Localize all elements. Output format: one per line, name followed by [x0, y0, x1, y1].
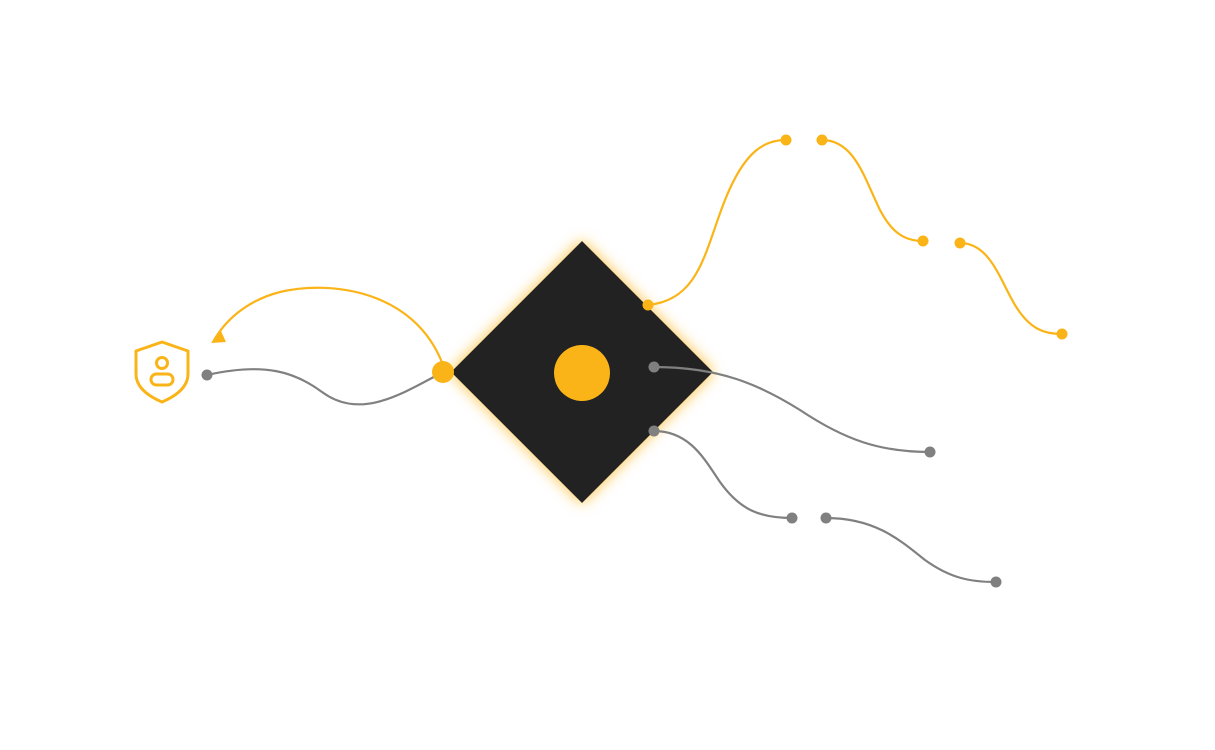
user-input-connector — [206, 368, 444, 406]
accent-connector-1 — [647, 138, 787, 307]
return-arrow-head — [211, 331, 226, 343]
return-arrow-connector — [212, 286, 445, 366]
input-port[interactable] — [432, 361, 454, 383]
gray-port-middle[interactable] — [648, 361, 660, 373]
accent-endpoint-3[interactable] — [1056, 328, 1068, 340]
user-shield-icon[interactable] — [134, 340, 190, 404]
gray-port-lower[interactable] — [648, 425, 660, 437]
central-node-core — [554, 345, 610, 401]
accent-endpoint-1a[interactable] — [780, 134, 792, 146]
gray-connector-1 — [653, 365, 931, 454]
gray-endpoint-1[interactable] — [924, 446, 936, 458]
gray-endpoint-2a[interactable] — [786, 512, 798, 524]
gray-endpoint-3[interactable] — [990, 576, 1002, 588]
accent-connector-2 — [821, 138, 924, 243]
accent-endpoint-2a[interactable] — [917, 235, 929, 247]
gray-connector-3 — [825, 516, 997, 584]
gray-connector-2 — [653, 429, 793, 520]
user-connector-endpoint[interactable] — [201, 369, 213, 381]
accent-connector-3 — [959, 241, 1063, 336]
accent-port-top-right[interactable] — [642, 299, 654, 311]
